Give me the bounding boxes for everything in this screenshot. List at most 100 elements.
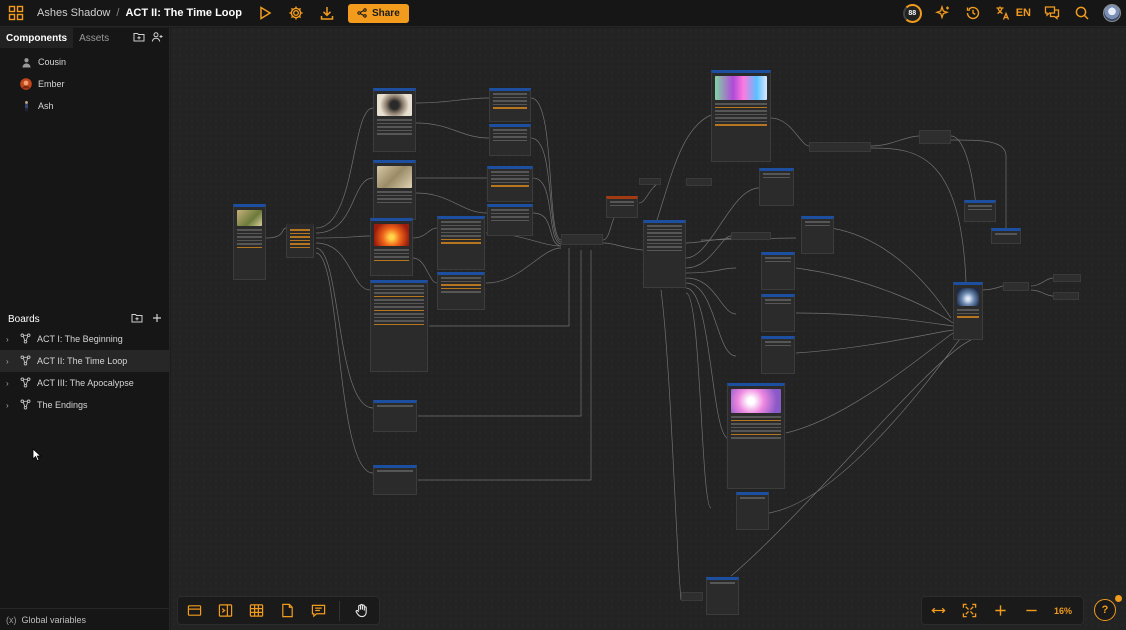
story-node[interactable]	[487, 166, 533, 202]
story-node[interactable]	[370, 218, 413, 276]
add-person-icon[interactable]	[151, 31, 163, 46]
label-node[interactable]	[1053, 274, 1081, 282]
share-button-label: Share	[371, 7, 400, 19]
hand-pan-icon[interactable]	[351, 601, 371, 621]
board-icon	[20, 399, 31, 412]
tab-components[interactable]: Components	[0, 28, 74, 48]
mouse-cursor-icon	[32, 448, 42, 462]
story-node[interactable]	[727, 383, 785, 489]
top-bar: Ashes Shadow / ACT II: The Time Loop Sha…	[0, 0, 1126, 27]
story-node[interactable]	[373, 400, 417, 432]
breadcrumb-project[interactable]: Ashes Shadow	[37, 7, 111, 19]
fit-screen-icon[interactable]	[959, 601, 979, 621]
fit-width-icon[interactable]	[928, 601, 948, 621]
note-page-icon[interactable]	[277, 601, 297, 621]
panel-right-icon[interactable]	[215, 601, 235, 621]
label-node[interactable]	[639, 178, 661, 185]
apps-grid-icon[interactable]	[7, 4, 25, 22]
story-node[interactable]	[711, 70, 771, 162]
search-icon[interactable]	[1073, 4, 1091, 22]
story-node[interactable]	[489, 88, 531, 122]
boards-section-header: Boards	[0, 310, 169, 328]
component-item-cousin[interactable]: Cousin	[0, 51, 169, 73]
story-node[interactable]	[233, 204, 266, 280]
story-node[interactable]	[801, 216, 834, 254]
zoom-out-icon[interactable]	[1021, 601, 1041, 621]
zoom-level[interactable]: 16%	[1054, 605, 1073, 616]
story-node[interactable]	[373, 160, 416, 220]
credits-badge[interactable]: 88	[902, 3, 922, 23]
event-node[interactable]	[606, 196, 638, 218]
global-variables-button[interactable]: (x) Global variables	[0, 608, 169, 630]
download-icon[interactable]	[318, 4, 336, 22]
story-node[interactable]	[373, 88, 416, 152]
story-node[interactable]	[489, 124, 531, 156]
chevron-right-icon[interactable]: ›	[6, 378, 9, 388]
component-item-ash[interactable]: Ash	[0, 95, 169, 117]
chevron-right-icon[interactable]: ›	[6, 400, 9, 410]
component-label: Ash	[38, 101, 54, 111]
story-node[interactable]	[487, 204, 533, 236]
breadcrumb-board[interactable]: ACT II: The Time Loop	[125, 7, 242, 19]
notification-dot	[1115, 595, 1122, 602]
story-node[interactable]	[964, 200, 996, 222]
story-node[interactable]	[643, 220, 686, 288]
comments-icon[interactable]	[1043, 4, 1061, 22]
add-board-icon[interactable]	[151, 312, 163, 327]
story-node[interactable]	[953, 282, 983, 340]
story-node[interactable]	[437, 216, 485, 270]
label-node[interactable]	[1053, 292, 1079, 300]
story-node[interactable]	[706, 577, 739, 615]
variables-icon: (x)	[6, 614, 17, 625]
table-grid-icon[interactable]	[246, 601, 266, 621]
zoom-in-icon[interactable]	[990, 601, 1010, 621]
translate-icon	[994, 4, 1012, 22]
component-item-ember[interactable]: Ember	[0, 73, 169, 95]
story-node[interactable]	[373, 465, 417, 495]
story-node[interactable]	[761, 294, 795, 332]
board-label: ACT III: The Apocalypse	[37, 378, 134, 388]
story-node[interactable]	[991, 228, 1021, 244]
add-node-toolbar	[177, 596, 380, 625]
settings-gear-icon[interactable]	[287, 4, 305, 22]
board-list: › ACT I: The Beginning › ACT II: The Tim…	[0, 328, 169, 416]
card-layout-icon[interactable]	[184, 601, 204, 621]
hub-node[interactable]	[561, 234, 603, 245]
play-icon[interactable]	[256, 4, 274, 22]
board-item-act-2[interactable]: › ACT II: The Time Loop	[0, 350, 169, 372]
tab-assets[interactable]: Assets	[79, 32, 110, 44]
chevron-right-icon[interactable]: ›	[6, 356, 9, 366]
breadcrumb-separator: /	[116, 7, 120, 19]
component-label: Cousin	[38, 57, 67, 67]
label-node[interactable]	[731, 232, 771, 240]
label-node[interactable]	[1003, 282, 1029, 291]
language-switch[interactable]: EN	[994, 4, 1031, 22]
board-item-act-3[interactable]: › ACT III: The Apocalypse	[0, 372, 169, 394]
component-actions	[133, 31, 163, 46]
story-node[interactable]	[736, 492, 769, 530]
story-node[interactable]	[437, 272, 485, 310]
story-node[interactable]	[919, 130, 951, 144]
story-node[interactable]	[370, 280, 428, 372]
chevron-right-icon[interactable]: ›	[6, 334, 9, 344]
left-sidebar: Components Assets Cousin Ember Ash Board…	[0, 28, 170, 630]
label-node[interactable]	[681, 592, 703, 601]
board-item-endings[interactable]: › The Endings	[0, 394, 169, 416]
condition-node[interactable]	[809, 142, 871, 152]
board-canvas[interactable]	[171, 28, 1126, 630]
user-avatar[interactable]	[1103, 4, 1121, 22]
story-node[interactable]	[759, 168, 794, 206]
new-board-folder-icon[interactable]	[131, 312, 143, 327]
board-item-act-1[interactable]: › ACT I: The Beginning	[0, 328, 169, 350]
new-folder-icon[interactable]	[133, 31, 145, 46]
story-node[interactable]	[761, 336, 795, 374]
label-node[interactable]	[686, 178, 712, 186]
help-button[interactable]: ?	[1094, 599, 1116, 621]
comment-bubble-icon[interactable]	[308, 601, 328, 621]
condition-node[interactable]	[286, 224, 314, 258]
history-clock-icon[interactable]	[964, 4, 982, 22]
zoom-toolbar: 16%	[921, 596, 1084, 625]
share-button[interactable]: Share	[347, 3, 409, 23]
story-node[interactable]	[761, 252, 795, 290]
ai-sparkle-icon[interactable]	[934, 4, 952, 22]
